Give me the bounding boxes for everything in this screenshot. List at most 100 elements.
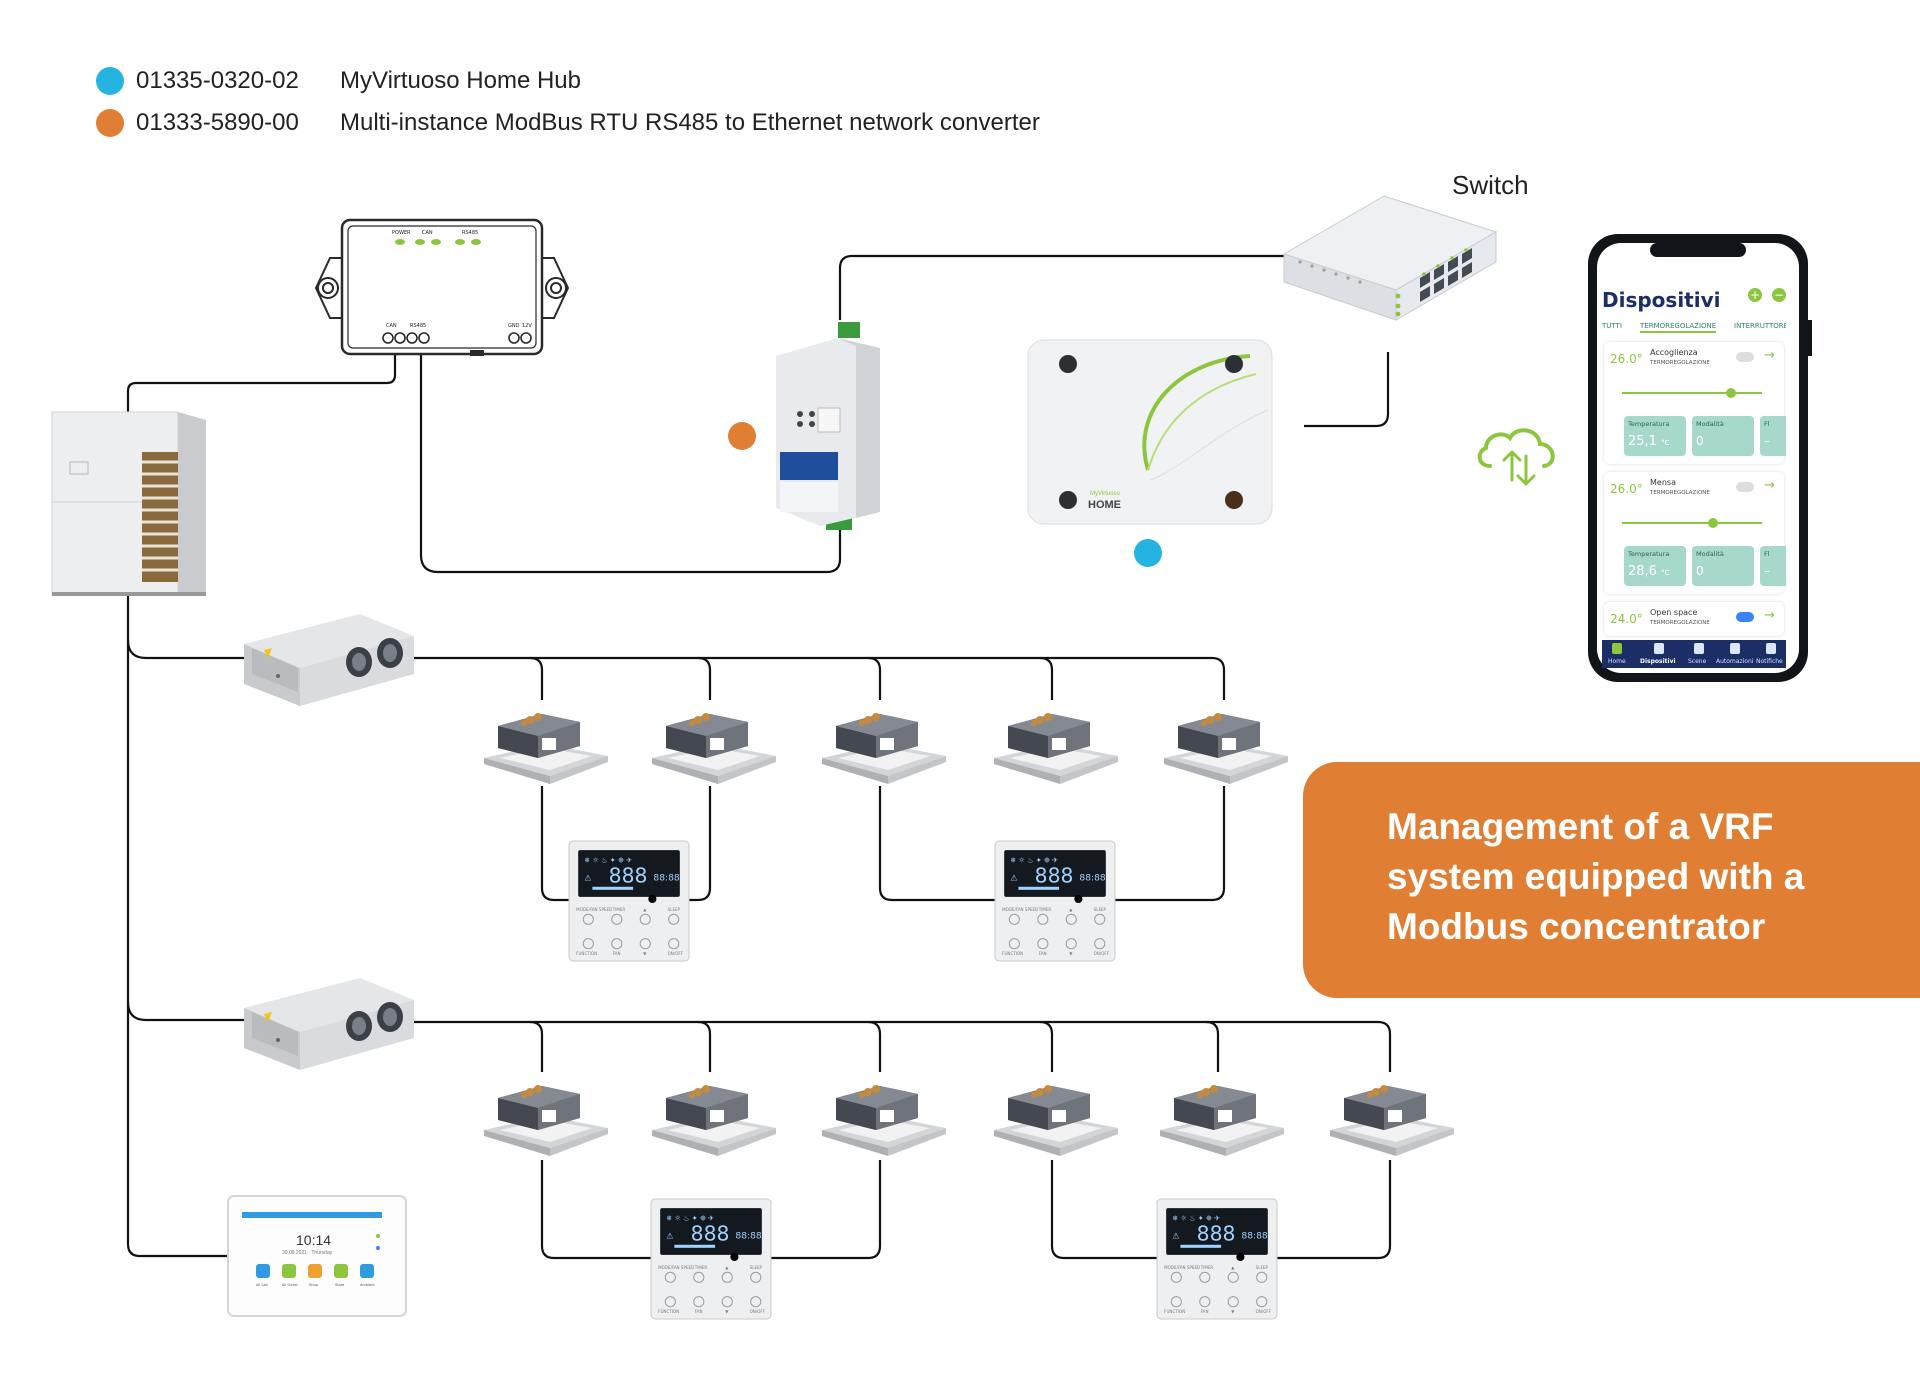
phone-bottom-nav: Home Dispositivi Scene Automazioni Notif… — [1602, 640, 1786, 668]
converter-marker-dot — [728, 422, 756, 450]
cloud-sync-icon — [1477, 428, 1555, 486]
line-main-bus — [126, 596, 235, 1258]
cassette-unit — [1330, 1085, 1454, 1156]
fl-box: Fl – — [1760, 546, 1786, 586]
hub-brand-large: HOME — [1088, 499, 1121, 511]
modbus-concentrator: POWER CAN RS485 CAN RS485 GND 12V — [314, 218, 570, 356]
device-name: Accoglienza — [1650, 348, 1698, 357]
nav-home[interactable]: Home — [1608, 658, 1626, 665]
legend-dot-converter — [96, 109, 124, 137]
phone-screen: Dispositivi + − TUTTI TERMOREGOLAZIONE I… — [1602, 256, 1786, 668]
port-label-gnd: GND — [508, 323, 520, 329]
tab-tutti[interactable]: TUTTI — [1602, 322, 1622, 330]
nav-scene[interactable]: Scene — [1688, 658, 1707, 665]
box-label: Fl — [1764, 550, 1770, 558]
tab-interruttore[interactable]: INTERRUTTORE — [1734, 322, 1786, 330]
box-value: 28,6 °C — [1628, 564, 1669, 579]
device-toggle[interactable] — [1736, 482, 1754, 492]
led-label-can: CAN — [422, 230, 433, 236]
arrow-right-icon[interactable]: → — [1764, 348, 1775, 363]
bus-row-1 — [412, 656, 1226, 700]
device-toggle[interactable] — [1736, 612, 1754, 622]
cassette-unit — [994, 713, 1118, 784]
box-unit: °C — [1661, 569, 1670, 577]
line-concentrator-to-outdoor — [126, 350, 397, 415]
devices-icon[interactable] — [1654, 643, 1664, 654]
home-icon[interactable] — [1612, 643, 1622, 654]
minus-icon[interactable]: − — [1772, 288, 1786, 302]
cassette-unit — [994, 1085, 1118, 1156]
legend-description: MyVirtuoso Home Hub — [340, 67, 581, 94]
cassette-unit — [822, 1085, 946, 1156]
arrow-right-icon[interactable]: → — [1764, 478, 1775, 493]
nav-notifiche[interactable]: Notifiche — [1756, 658, 1783, 665]
device-temp: 26.0° — [1610, 352, 1643, 366]
cassette-unit — [484, 1085, 608, 1156]
touch-panel: All Lab All Guest Shop Store Ambient — [227, 1195, 407, 1317]
legend-code: 01333-5890-00 — [136, 109, 299, 136]
tablet-app-label: Store — [335, 1283, 344, 1287]
box-label: Temperatura — [1628, 420, 1670, 428]
device-type: TERMOREGOLAZIONE — [1650, 360, 1710, 366]
wired-controller — [568, 840, 690, 962]
slider-knob[interactable] — [1708, 518, 1718, 528]
device-name: Mensa — [1650, 478, 1676, 487]
add-icon[interactable]: + — [1748, 288, 1762, 302]
temperature-slider[interactable] — [1622, 392, 1762, 394]
modalita-box: Modalità 0 — [1692, 416, 1754, 456]
box-label: Modalità — [1696, 550, 1724, 558]
hub-brand-small: MyVirtuoso — [1090, 491, 1121, 497]
legend-item-hub: 01335-0320-02 MyVirtuoso Home Hub — [96, 64, 581, 98]
automations-icon[interactable] — [1730, 643, 1740, 654]
heat-recovery-unit-2 — [244, 978, 414, 1070]
box-value: – — [1764, 434, 1770, 448]
device-card[interactable]: 26.0° Accoglienza TERMOREGOLAZIONE → Tem… — [1604, 342, 1786, 464]
nav-automazioni[interactable]: Automazioni — [1716, 658, 1754, 665]
cassette-unit — [1160, 1085, 1284, 1156]
cassette-unit — [652, 1085, 776, 1156]
device-toggle[interactable] — [1736, 352, 1754, 362]
temperature-slider[interactable] — [1622, 522, 1762, 524]
wired-controller — [1156, 1198, 1278, 1320]
myvirtuoso-home-hub: MyVirtuoso HOME — [1027, 339, 1273, 525]
device-card[interactable]: 26.0° Mensa TERMOREGOLAZIONE → Temperatu… — [1604, 472, 1786, 594]
wired-controller — [650, 1198, 772, 1320]
line-to-hru-1 — [126, 639, 245, 660]
line-hub-to-switch — [1304, 352, 1390, 428]
box-value-number: 25,1 — [1628, 434, 1657, 449]
bell-icon[interactable] — [1766, 643, 1776, 654]
device-type: TERMOREGOLAZIONE — [1650, 490, 1710, 496]
legend-code: 01335-0320-02 — [136, 67, 299, 94]
nav-dispositivi[interactable]: Dispositivi — [1640, 658, 1676, 665]
device-type: TERMOREGOLAZIONE — [1650, 620, 1710, 626]
device-temp: 26.0° — [1610, 482, 1643, 496]
device-temp: 24.0° — [1610, 612, 1643, 626]
line-concentrator-to-converter — [419, 350, 842, 574]
heat-recovery-unit-1 — [244, 614, 414, 706]
box-label: Fl — [1764, 420, 1770, 428]
cassette-unit — [822, 713, 946, 784]
box-label: Temperatura — [1628, 550, 1670, 558]
vrf-outdoor-unit — [51, 411, 206, 596]
legend-dot-hub — [96, 67, 124, 95]
led-label-rs485: RS485 — [462, 230, 478, 236]
port-label-can: CAN — [386, 323, 397, 329]
legend-item-converter: 01333-5890-00 Multi-instance ModBus RTU … — [96, 106, 1040, 140]
tab-termoregolazione[interactable]: TERMOREGOLAZIONE — [1640, 322, 1717, 333]
box-value: 25,1 °C — [1628, 434, 1669, 449]
callout-text: Management of a VRF system equipped with… — [1387, 806, 1805, 947]
tablet-date: 30.09.2021 · Thursday — [282, 1250, 333, 1256]
callout-banner: Management of a VRF system equipped with… — [1303, 762, 1920, 998]
box-value: 0 — [1696, 434, 1704, 448]
legend-description: Multi-instance ModBus RTU RS485 to Ether… — [340, 109, 1040, 136]
hub-marker-dot — [1134, 539, 1162, 567]
scenes-icon[interactable] — [1694, 643, 1704, 654]
slider-knob[interactable] — [1726, 388, 1736, 398]
box-label: Modalità — [1696, 420, 1724, 428]
tablet-app-label: All Lab — [256, 1283, 269, 1287]
fl-box: Fl – — [1760, 416, 1786, 456]
arrow-right-icon[interactable]: → — [1764, 608, 1775, 623]
device-card[interactable]: 24.0° Open space TERMOREGOLAZIONE → — [1604, 602, 1784, 636]
cassette-unit — [652, 713, 776, 784]
temperatura-box: Temperatura 25,1 °C — [1624, 416, 1686, 456]
